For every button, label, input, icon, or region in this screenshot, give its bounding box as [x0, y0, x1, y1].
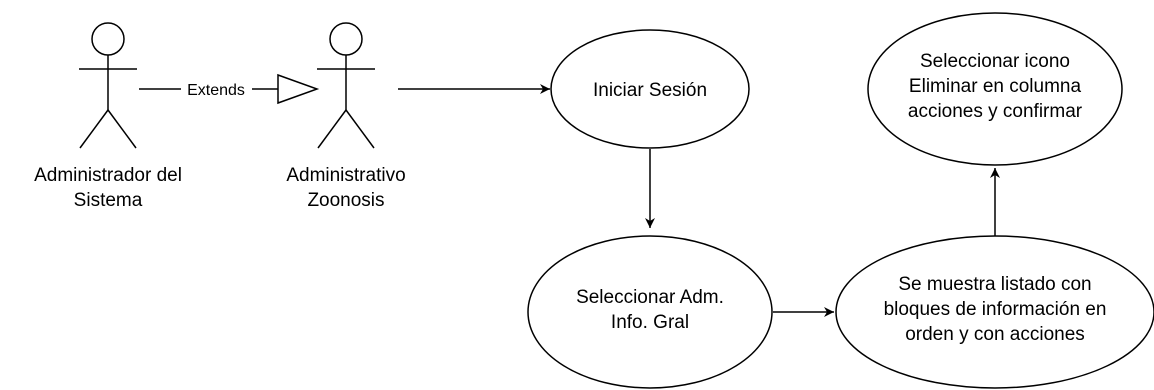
actor-left-leg: [317, 109, 347, 149]
use-case-label-line-3: orden y con acciones: [905, 324, 1085, 345]
use-case-ellipse[interactable]: [867, 12, 1123, 166]
use-case-label-line-2: Info. Gral: [611, 312, 689, 333]
actor-label-line-2: Sistema: [74, 190, 143, 211]
actor-right-leg: [107, 109, 137, 149]
use-case-iniciar-sesion[interactable]: Iniciar Sesión: [550, 29, 750, 149]
actor-label-line-1: Administrativo: [286, 165, 405, 186]
use-case-ellipse[interactable]: [550, 29, 750, 149]
actor-label-line-2: Zoonosis: [307, 190, 384, 211]
actor-administrativo-zoonosis: Administrativo Zoonosis: [286, 22, 406, 211]
use-case-label-line-1: Se muestra listado con: [898, 274, 1091, 295]
use-case-label-line-1: Seleccionar Adm.: [576, 287, 724, 308]
extends-connector: Extends: [139, 73, 320, 105]
extends-triangle-icon: [277, 73, 320, 105]
actor-head: [91, 22, 125, 56]
actor-left-leg: [79, 109, 109, 149]
use-case-ellipse[interactable]: [527, 235, 773, 389]
actor-right-leg: [345, 109, 375, 149]
actor-administrador-del-sistema: Administrador del Sistema: [34, 22, 182, 211]
extends-label: Extends: [187, 82, 245, 99]
use-case-label-line-1: Seleccionar icono: [920, 51, 1070, 72]
use-case-label-line-2: bloques de información en: [884, 299, 1107, 320]
use-case-seleccionar-adm[interactable]: Seleccionar Adm. Info. Gral: [527, 235, 773, 389]
use-case-label-line-1: Iniciar Sesión: [593, 80, 707, 101]
actor-label-line-1: Administrador del: [34, 165, 182, 186]
use-case-label-line-3: acciones y confirmar: [908, 101, 1083, 122]
actor-head: [329, 22, 363, 56]
use-case-label-line-2: Eliminar en columna: [909, 76, 1082, 97]
use-case-listado[interactable]: Se muestra listado con bloques de inform…: [835, 235, 1154, 389]
use-case-eliminar[interactable]: Seleccionar icono Eliminar en columna ac…: [867, 12, 1123, 166]
